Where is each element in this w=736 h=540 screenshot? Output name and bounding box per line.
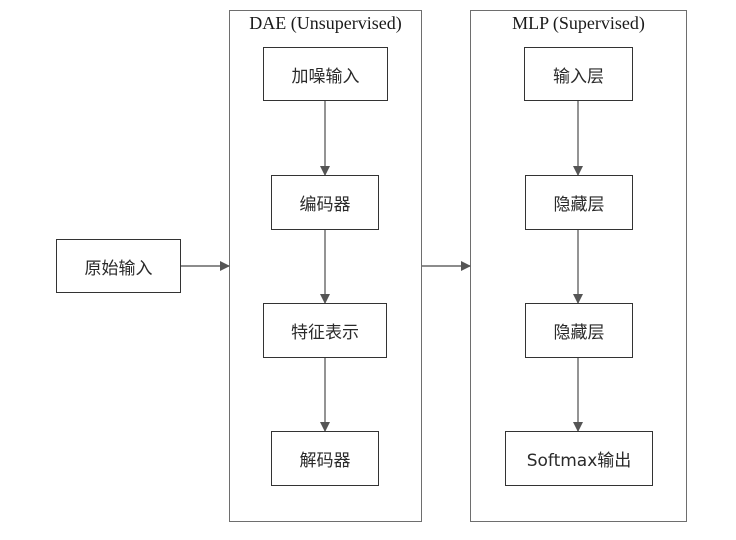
input-layer-label: 输入层: [553, 66, 604, 87]
hidden-layer-2-node: 隐藏层: [525, 303, 633, 358]
encoder-label: 编码器: [299, 195, 351, 215]
input-layer-node: 输入层: [524, 47, 633, 101]
raw-input-node: 原始输入: [56, 239, 181, 293]
hidden-layer-1-node: 隐藏层: [525, 175, 633, 230]
softmax-output-label: Softmax输出: [526, 451, 632, 471]
decoder-node: 解码器: [271, 431, 379, 486]
hidden-layer-2-label: 隐藏层: [553, 323, 605, 343]
encoder-node: 编码器: [271, 175, 379, 230]
hidden-layer-1-label: 隐藏层: [553, 195, 605, 215]
raw-input-label: 原始输入: [84, 258, 153, 279]
mlp-title: MLP (Supervised): [512, 13, 645, 33]
feature-representation-label: 特征表示: [291, 323, 359, 343]
noisy-input-label: 加噪输入: [291, 66, 360, 87]
noisy-input-node: 加噪输入: [263, 47, 388, 101]
dae-title: DAE (Unsupervised): [249, 13, 402, 33]
feature-representation-node: 特征表示: [263, 303, 387, 358]
decoder-label: 解码器: [299, 451, 351, 471]
softmax-output-node: Softmax输出: [505, 431, 653, 486]
